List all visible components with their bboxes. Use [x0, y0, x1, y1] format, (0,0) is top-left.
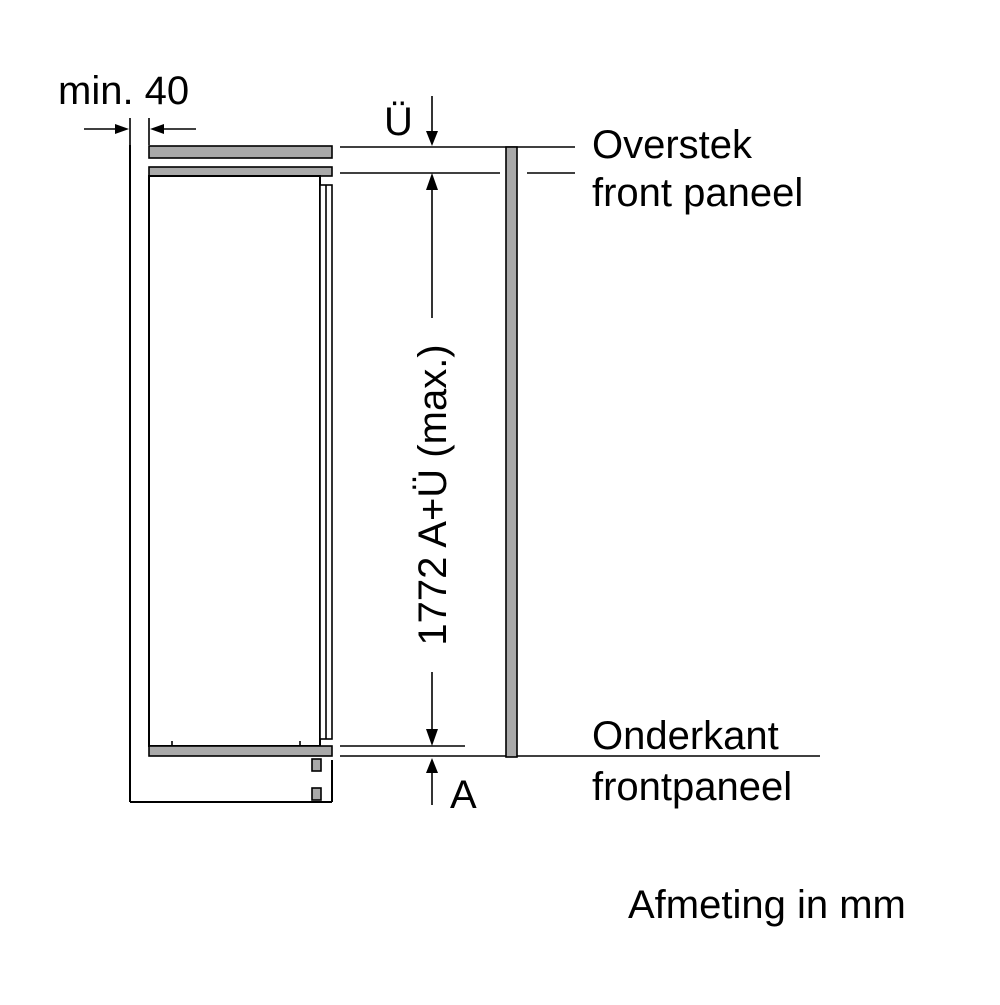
- plinth-foot-upper: [311, 758, 322, 772]
- a-mark-label: A: [450, 773, 477, 817]
- reference-lines: [340, 146, 820, 757]
- overhang-label-line1: Overstek: [592, 123, 753, 167]
- bottom-label-line2: frontpaneel: [592, 765, 792, 809]
- min-gap-label: min. 40: [58, 69, 189, 113]
- height-dimension: 1772 A+Ü (max.): [411, 173, 455, 746]
- lower-rail: [148, 745, 333, 757]
- overhang-label-line2: front paneel: [592, 171, 803, 215]
- min-gap-dimension: min. 40: [58, 69, 196, 145]
- a-base-mark: A: [426, 758, 477, 817]
- bottom-label-line1: Onderkant: [592, 714, 779, 758]
- u-overhang-mark: Ü: [384, 96, 438, 146]
- niche-outline: [129, 145, 333, 803]
- plinth-foot-lower: [311, 787, 322, 801]
- top-cover-strip: [148, 145, 333, 159]
- unit-note: Afmeting in mm: [628, 883, 906, 927]
- appliance-body: [148, 145, 333, 801]
- appliance-door: [148, 175, 321, 747]
- front-panel: [505, 146, 518, 758]
- u-mark-label: Ü: [384, 100, 413, 144]
- upper-rail: [148, 166, 333, 177]
- height-label: 1772 A+Ü (max.): [411, 344, 455, 645]
